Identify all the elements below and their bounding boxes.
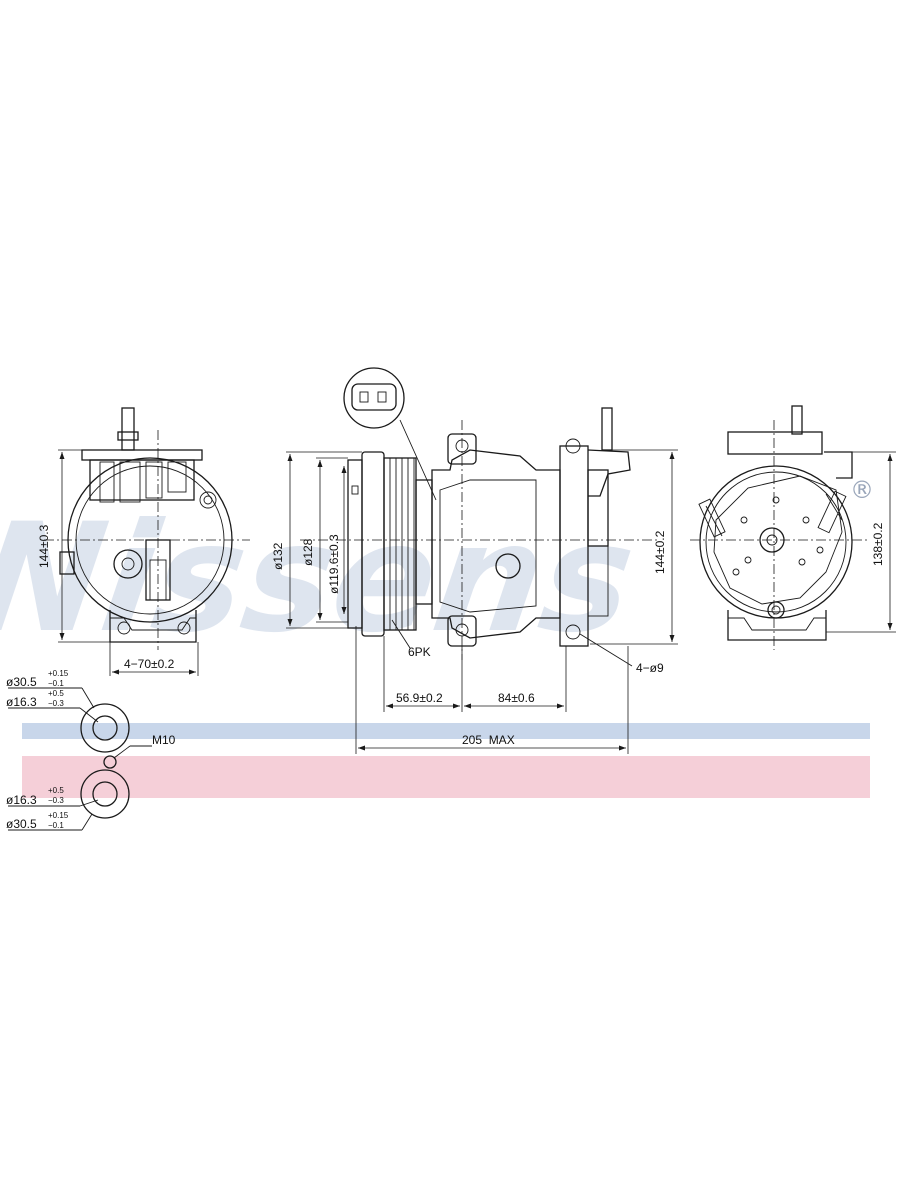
port-lower-outer-label: ø30.5	[6, 817, 37, 831]
thread-label: M10	[152, 733, 176, 747]
port-details	[8, 687, 152, 831]
port-upper-inner-tol-up: +0.5	[48, 689, 64, 698]
port-lower-outer-tol-up: +0.15	[48, 811, 69, 820]
port-lower-inner-tol-up: +0.5	[48, 786, 64, 795]
holes-label: 4−ø9	[636, 661, 664, 675]
belt-label: 6PK	[408, 645, 431, 659]
length-1-label: 56.9±0.2	[396, 691, 443, 705]
port-upper-outer-tol-up: +0.15	[48, 669, 69, 678]
max-length-label: 205 MAX	[462, 733, 515, 747]
port-upper-inner-tol-down: −0.3	[48, 699, 64, 708]
dia-132-label: ø132	[271, 542, 285, 570]
watermark-brand: Nissens	[0, 491, 644, 666]
front-height-label: 144±0.2	[653, 530, 667, 574]
dia-pulley-label: ø119.6±0.3	[327, 534, 341, 594]
blue-band	[22, 723, 870, 739]
length-2-label: 84±0.6	[498, 691, 535, 705]
dia-128-label: ø128	[301, 538, 315, 566]
front-view	[286, 367, 678, 754]
right-view	[690, 405, 896, 650]
left-height-label: 144±0.3	[37, 524, 51, 568]
left-bolt-spacing-label: 4−70±0.2	[124, 657, 175, 671]
registered-mark: ®	[850, 476, 874, 504]
port-upper-outer-label: ø30.5	[6, 675, 37, 689]
port-lower-inner-label: ø16.3	[6, 793, 37, 807]
pink-band	[22, 756, 870, 798]
right-height-label: 138±0.2	[871, 522, 885, 566]
left-view	[44, 407, 250, 676]
port-lower-inner-tol-down: −0.3	[48, 796, 64, 805]
port-upper-inner-label: ø16.3	[6, 695, 37, 709]
port-upper-outer-tol-down: −0.1	[48, 679, 64, 688]
port-lower-outer-tol-down: −0.1	[48, 821, 64, 830]
